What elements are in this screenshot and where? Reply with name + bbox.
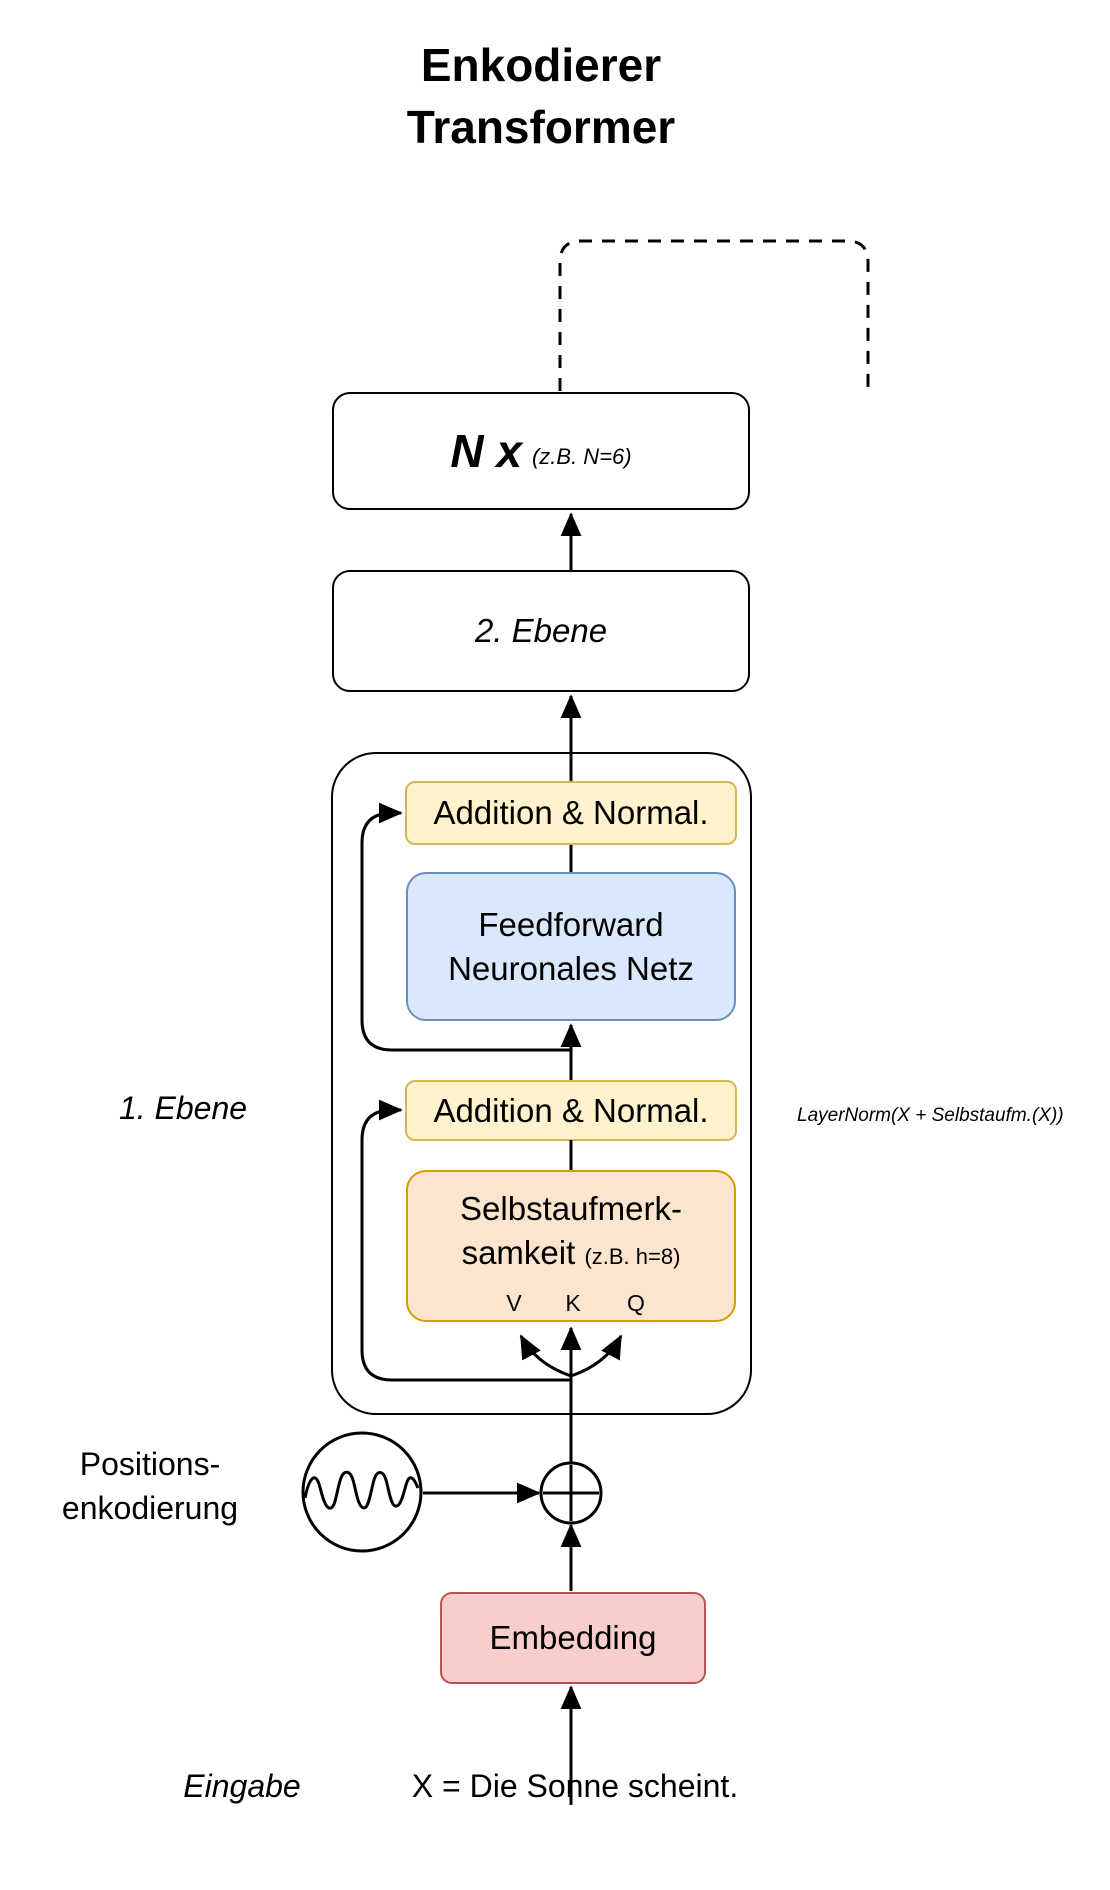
self-attention-line-1: Selbstaufmerk- [460, 1190, 682, 1227]
title-line-2: Transformer [406, 101, 676, 153]
embedding-box: Embedding [440, 1592, 706, 1684]
layernorm-formula: LayerNorm(X + Selbstaufm.(X)) [797, 1105, 1064, 1126]
recurrence-dashed-loop [558, 239, 870, 391]
layer2-box: 2. Ebene [332, 570, 750, 692]
positional-encoding-label: Positions- enkodierung [30, 1442, 270, 1530]
v-input-label: V [506, 1290, 522, 1316]
n-x-label: N x [450, 425, 522, 477]
feedforward-box: Feedforward Neuronales Netz [406, 872, 736, 1021]
plus-circle-icon [539, 1461, 603, 1525]
self-attention-note: (z.B. h=8) [584, 1244, 681, 1269]
self-attention-line-2: samkeit (z.B. h=8) [461, 1234, 681, 1271]
page-title: Enkodierer Transformer [241, 34, 841, 158]
n-x-note: (z.B. N=6) [531, 444, 632, 469]
input-label: Eingabe [183, 1768, 301, 1804]
k-input-label: K [565, 1290, 581, 1316]
positional-encoding-line-1: Positions- [79, 1446, 221, 1482]
sine-wave-icon [301, 1431, 423, 1553]
input-value: X = Die Sonne scheint. [411, 1768, 739, 1804]
add-norm-top-box: Addition & Normal. [405, 781, 737, 845]
feedforward-line-2: Neuronales Netz [448, 949, 694, 987]
positional-encoding-line-2: enkodierung [61, 1490, 239, 1526]
n-x-box: N x (z.B. N=6) [332, 392, 750, 510]
add-norm-bottom-label: Addition & Normal. [433, 1091, 709, 1129]
self-attention-box: Selbstaufmerk- samkeit (z.B. h=8) V K Q [406, 1170, 736, 1322]
add-norm-top-label: Addition & Normal. [433, 794, 709, 831]
layer2-label: 2. Ebene [474, 612, 608, 649]
add-norm-bottom-box: Addition & Normal. [405, 1080, 737, 1141]
title-line-1: Enkodierer [420, 39, 662, 91]
embedding-label: Embedding [489, 1619, 657, 1656]
layer1-label: 1. Ebene [118, 1090, 248, 1126]
feedforward-line-1: Feedforward [478, 905, 664, 943]
q-input-label: Q [627, 1290, 645, 1316]
